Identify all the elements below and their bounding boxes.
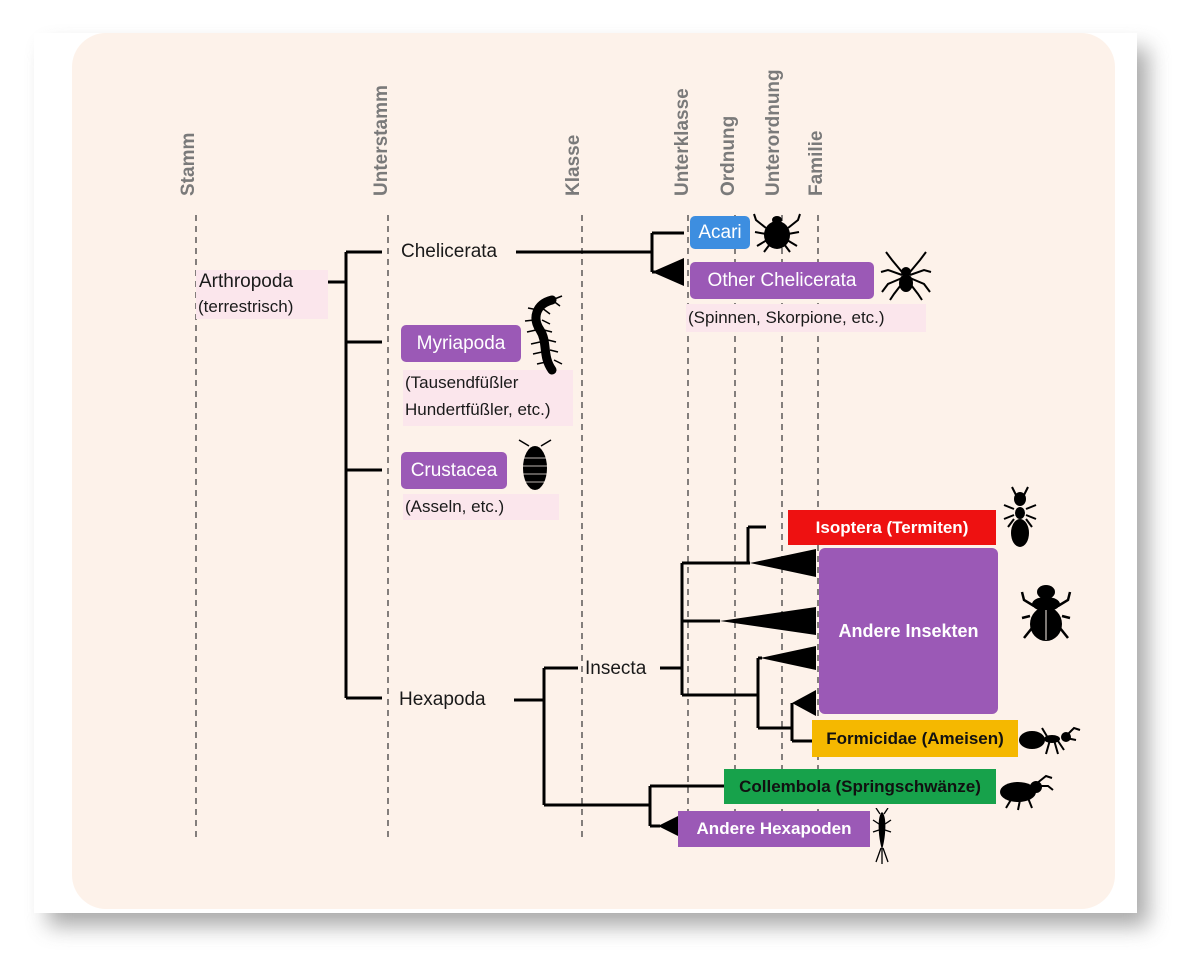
other-chelicerata-badge: Other Chelicerata: [690, 262, 874, 299]
chelicerata-label: Chelicerata: [401, 241, 498, 262]
isoptera-badge: Isoptera (Termiten): [788, 510, 996, 545]
tick-icon: [753, 213, 801, 253]
silverfish-icon: [872, 808, 892, 864]
other-chelicerata-note: (Spinnen, Skorpione, etc.): [686, 304, 926, 332]
hexapoda-label: Hexapoda: [399, 689, 486, 710]
myriapoda-note-line-2: Hundertfüßler, etc.): [405, 400, 551, 419]
arthropoda-label: Arthropoda: [199, 271, 294, 292]
acari-badge: Acari: [690, 216, 750, 249]
centipede-icon: [524, 295, 563, 375]
andere-hexapoden-badge: Andere Hexapoden: [678, 811, 870, 847]
termite-icon: [1003, 486, 1037, 547]
collapsed-clade-triangles: [652, 258, 816, 837]
crustacea-badge: Crustacea: [401, 452, 507, 489]
arthropoda-label-box: Arthropoda (terrestrisch): [196, 270, 328, 319]
formicidae-badge: Formicidae (Ameisen): [812, 720, 1018, 757]
insecta-label: Insecta: [585, 658, 647, 679]
woodlouse-icon: [518, 439, 552, 490]
myriapoda-note-line-1: (Tausendfüßler: [405, 373, 519, 392]
arthropoda-note: (terrestrisch): [198, 297, 294, 316]
crustacea-note: (Asseln, etc.): [403, 494, 559, 520]
andere-insekten-badge: Andere Insekten: [819, 548, 998, 714]
beetle-icon: [1020, 585, 1072, 641]
springtail-icon: [1000, 774, 1054, 811]
spider-icon: [880, 251, 932, 301]
ant-icon: [1019, 726, 1081, 755]
myriapoda-badge: Myriapoda: [401, 325, 521, 362]
collembola-badge: Collembola (Springschwänze): [724, 769, 996, 804]
diagram-panel: [72, 33, 1115, 909]
myriapoda-note-box: (Tausendfüßler Hundertfüßler, etc.): [403, 370, 573, 426]
